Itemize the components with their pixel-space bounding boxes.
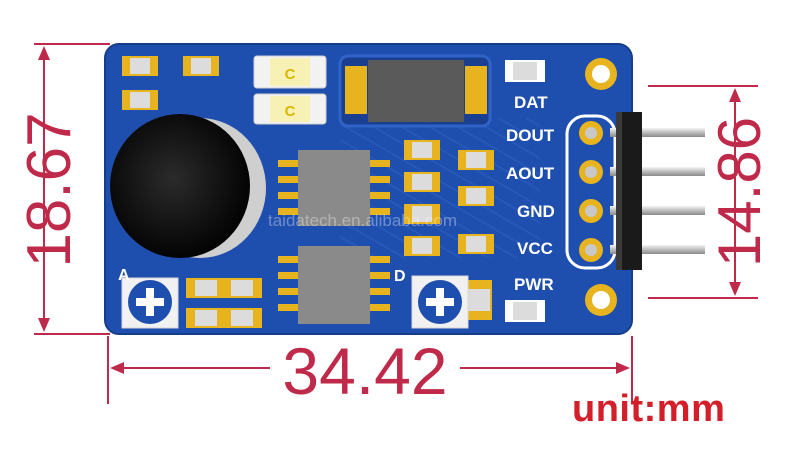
dimension-height-left: 18.67 xyxy=(15,112,84,267)
watermark: taidatech.en.alibaba.com xyxy=(268,211,457,230)
pwr-label: PWR xyxy=(514,275,554,294)
potentiometer-right xyxy=(411,275,469,329)
potentiometer-left xyxy=(121,277,179,329)
dimension-bottom xyxy=(107,336,633,404)
pin-label-aout: AOUT xyxy=(506,164,555,183)
smd-components-top xyxy=(122,56,545,110)
dimension-left xyxy=(34,43,110,335)
pin-label-vcc: VCC xyxy=(517,239,553,258)
mounting-hole-top xyxy=(585,58,617,90)
pot-right-label: D xyxy=(394,268,406,285)
pin-header xyxy=(610,112,705,270)
pin-label-gnd: GND xyxy=(517,202,555,221)
led-mark-top: C xyxy=(285,66,296,83)
led-mark-bottom: C xyxy=(285,103,296,120)
microphone xyxy=(110,114,266,258)
diode-package xyxy=(338,54,492,128)
led-components: C C xyxy=(253,55,327,125)
dat-label: DAT xyxy=(514,93,548,112)
pot-left-label: A xyxy=(118,267,130,284)
dimension-width-bottom: 34.42 xyxy=(282,334,447,408)
ic-chip-bottom xyxy=(278,246,390,324)
mounting-hole-bottom xyxy=(585,284,617,316)
header-pads xyxy=(579,121,603,262)
smd-components-middle xyxy=(186,140,545,328)
unit-label: unit:mm xyxy=(572,388,726,430)
ic-chip-top xyxy=(278,150,390,226)
header-outline xyxy=(565,114,617,270)
dimension-right xyxy=(648,85,758,299)
dimension-height-right: 14.86 xyxy=(706,117,773,267)
pin-label-dout: DOUT xyxy=(506,126,555,145)
